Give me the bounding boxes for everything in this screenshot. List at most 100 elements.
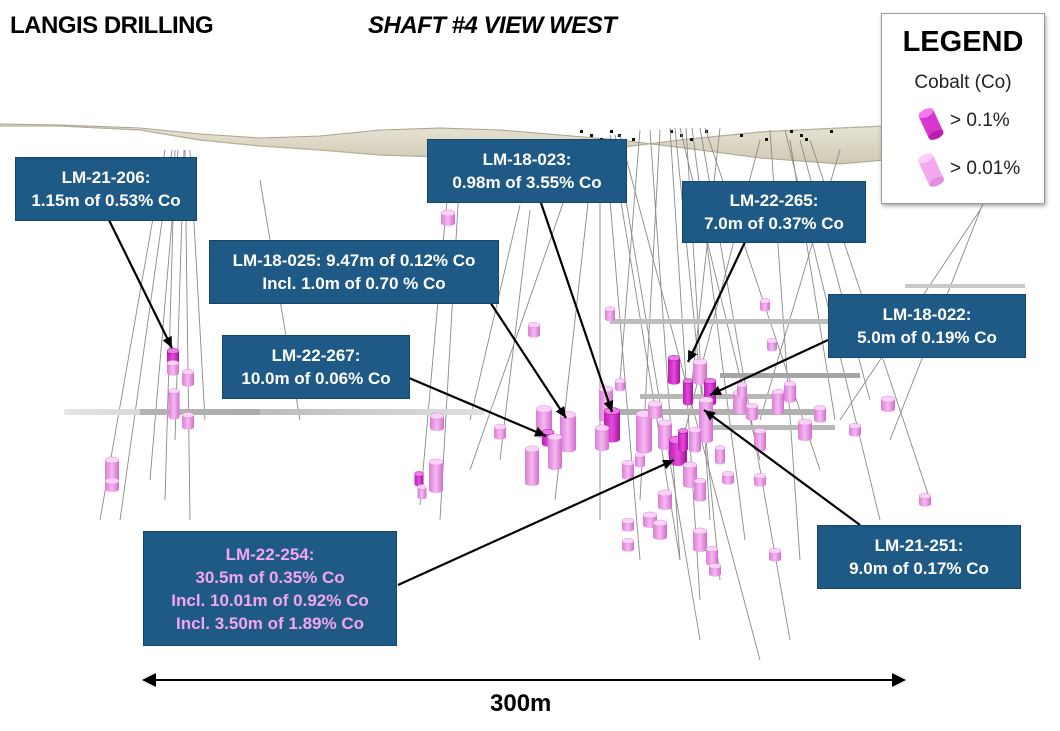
scale-bar [142,673,906,687]
legend-title: LEGEND [902,26,1024,58]
pointer-line [107,217,173,349]
high-grade-intercept [667,355,681,385]
arrowhead [704,410,716,421]
low-grade-intercept [168,388,180,420]
legend-subtitle: Cobalt (Co) [914,72,1012,93]
drill-collar [800,134,803,137]
callout-lm-22-265: LM-22-265: 7.0m of 0.37% Co [682,181,866,243]
callout-lm-18-022: LM-18-022: 5.0m of 0.19% Co [828,294,1026,358]
low-grade-intercept [181,369,195,387]
low-grade-intercept [759,298,771,312]
callout-lm-21-251: LM-21-251: 9.0m of 0.17% Co [817,525,1021,589]
low-grade-intercept [527,322,541,338]
callout-lm-22-267: LM-22-267: 10.0m of 0.06% Co [222,335,410,399]
low-grade-intercept [104,477,120,493]
scale-label: 300m [490,690,552,717]
low-grade-intercept [657,489,673,511]
mine-level [64,409,484,415]
low-grade-intercept [440,209,456,227]
legend-high-label: > 0.1% [950,110,1010,131]
low-grade-intercept [524,445,540,487]
low-grade-intercept [621,518,635,532]
low-grade-intercept [692,358,708,386]
low-grade-intercept [621,460,635,480]
drill-trace [669,127,701,601]
high-grade-intercept [677,428,689,452]
drill-trace [619,129,641,381]
drill-trace [469,204,521,421]
drill-collar [690,138,693,141]
arrowhead [533,427,546,437]
callout-lm-18-023: LM-18-023: 0.98m of 3.55% Co [427,139,627,203]
low-grade-intercept [547,433,563,471]
low-grade-intercept [647,400,663,420]
low-grade-intercept [682,461,698,489]
low-grade-intercept [880,395,896,413]
low-grade-intercept [493,424,507,440]
low-grade-intercept [848,423,862,437]
low-grade-intercept [783,381,797,403]
drill-collar [632,138,635,141]
low-grade-intercept [797,418,813,442]
pointer-line [703,409,861,526]
drill-collar [830,130,833,133]
low-grade-intercept [634,452,646,468]
low-grade-intercept [104,456,120,484]
callout-lm-18-025: LM-18-025: 9.47m of 0.12% Co Incl. 1.0m … [209,240,499,304]
low-grade-intercept [621,538,635,552]
low-grade-intercept [166,360,180,376]
low-grade-intercept [705,546,719,566]
low-grade-intercept [635,410,653,454]
arrowhead [710,385,723,395]
high-grade-intercept [682,378,694,406]
low-grade-intercept [766,338,778,352]
mine-level [610,319,840,324]
low-grade-intercept [692,527,708,553]
pointer-line [397,458,675,587]
drill-collar [740,134,743,137]
arrowhead [162,335,172,348]
low-grade-intercept [417,484,427,500]
drill-collar [580,130,583,133]
pointer-line [687,241,746,363]
arrowhead [661,459,674,470]
drill-trace [614,134,701,641]
arrowhead [603,399,614,412]
low-grade-intercept [736,382,748,398]
high-grade-cylinder-icon [918,108,944,140]
low-grade-intercept [657,419,673,451]
callout-lm-21-206: LM-21-206: 1.15m of 0.53% Co [15,157,197,221]
low-grade-intercept [753,473,767,487]
low-grade-intercept [429,412,445,432]
low-grade-intercept [708,563,722,577]
arrowhead [688,349,698,362]
pointer-line [709,339,829,396]
low-grade-intercept [745,403,759,421]
mine-level [720,373,860,378]
low-grade-intercept [771,389,785,415]
low-grade-intercept [813,405,827,423]
low-grade-intercept [652,519,668,541]
view-title: SHAFT #4 VIEW WEST [368,12,617,39]
drill-collar [670,130,673,133]
low-grade-intercept [693,478,707,502]
low-grade-intercept [559,411,577,453]
mine-level [905,284,1025,288]
high-grade-intercept [414,471,424,487]
low-grade-intercept [604,306,616,322]
low-grade-intercept [753,428,767,452]
mine-level [140,409,260,415]
pointer-line [538,199,614,413]
drill-trace [649,129,681,561]
drill-collar [790,130,793,133]
callout-lm-22-254: LM-22-254: 30.5m of 0.35% Co Incl. 10.01… [143,531,397,646]
low-grade-intercept [614,378,626,392]
low-grade-intercept [918,493,932,507]
drill-collar [618,134,621,137]
low-grade-cylinder-icon [918,153,944,187]
arrowhead [555,406,566,418]
mine-level [700,425,835,430]
low-grade-intercept [688,427,702,453]
low-grade-intercept [181,412,195,430]
drill-collar [610,130,613,133]
